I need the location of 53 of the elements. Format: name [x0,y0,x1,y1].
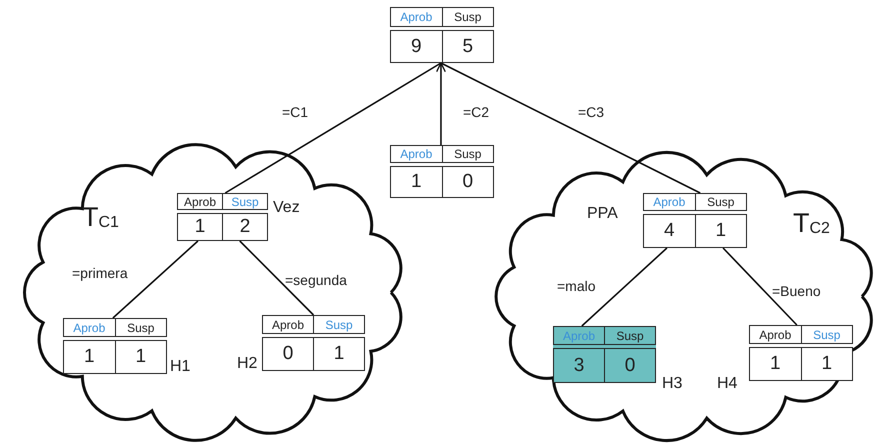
connector-line [224,62,442,194]
count-cell: 1 [802,347,853,381]
edge-label: =C1 [282,104,308,120]
connector-line [440,62,701,194]
connector-line [239,240,314,316]
count-cell: 0 [262,337,314,371]
node-label: PPA [587,205,618,223]
edge-label: =Bueno [772,283,821,299]
header-cell: Susp [442,7,494,27]
connector-line [436,62,446,145]
header-cell: Aprob [177,193,223,210]
header-cell: Aprob [63,318,116,337]
count-cell: 1 [696,214,747,248]
edge-label: =C2 [463,104,490,120]
count-table [390,145,494,198]
header-cell: Aprob [749,325,802,344]
node-label: H1 [170,358,190,376]
count-cell: 3 [553,348,605,383]
edge-label: =primera [72,265,128,281]
count-cell: 1 [116,340,167,374]
header-cell: Susp [696,193,747,211]
connector-line [581,247,668,327]
count-cell: 4 [643,214,696,248]
connector-line [112,240,198,319]
edge-label: =C3 [578,104,604,120]
header-cell: Susp [442,145,494,163]
node-label: H2 [237,355,258,373]
connector-line [722,247,798,326]
count-cell: 2 [223,213,268,241]
count-cell: 1 [63,340,116,374]
count-cell: 1 [314,337,365,371]
count-table [390,7,494,63]
header-cell: Susp [223,193,268,210]
count-cell: 1 [177,213,223,241]
count-cell: 1 [749,347,802,381]
count-cell: 0 [605,348,656,383]
node-label: H3 [662,375,682,393]
header-cell: Aprob [643,193,696,211]
count-cell: 5 [442,30,494,63]
count-cell: 1 [390,166,442,198]
header-cell: Susp [116,318,167,337]
header-cell: Aprob [262,315,314,334]
count-cell: 9 [390,30,442,63]
header-cell: Aprob [390,145,442,163]
header-cell: Aprob [390,7,442,27]
node-label: H4 [717,375,738,393]
count-cell: 0 [442,166,494,198]
header-cell: Susp [314,315,365,334]
edge-label: =malo [557,278,596,294]
header-cell: Susp [802,325,853,344]
node-label: Vez [273,199,300,217]
header-cell: Susp [605,326,656,345]
edge-label: =segunda [285,272,347,288]
